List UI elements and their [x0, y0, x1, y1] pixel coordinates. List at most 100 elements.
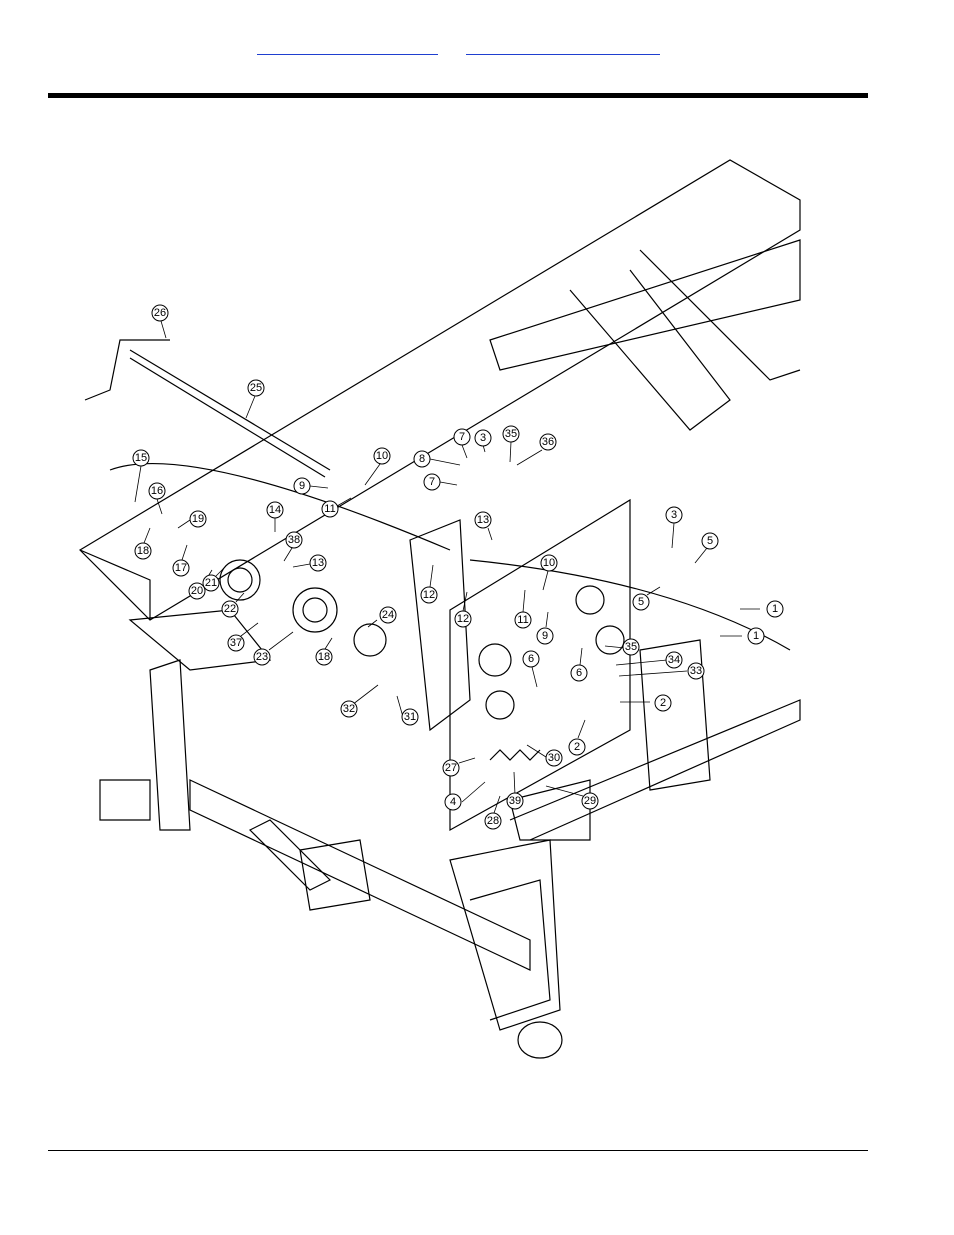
- svg-text:8: 8: [419, 453, 425, 465]
- callout-32: 32: [340, 684, 379, 718]
- callout-29: 29: [545, 785, 599, 810]
- svg-text:5: 5: [638, 596, 644, 608]
- svg-text:14: 14: [269, 504, 281, 516]
- svg-text:18: 18: [137, 545, 149, 557]
- svg-text:11: 11: [517, 614, 528, 626]
- svg-text:3: 3: [480, 432, 486, 444]
- header-link-1[interactable]: [257, 38, 438, 55]
- svg-text:9: 9: [542, 630, 548, 642]
- svg-text:12: 12: [457, 613, 469, 625]
- callout-4: 4: [444, 781, 486, 811]
- callout-27: 27: [442, 757, 476, 777]
- svg-text:28: 28: [487, 815, 499, 827]
- svg-text:18: 18: [318, 651, 330, 663]
- svg-text:32: 32: [343, 703, 355, 715]
- callout-5b: 5: [632, 586, 661, 611]
- svg-text:13: 13: [477, 514, 489, 526]
- callout-35a: 35: [502, 425, 520, 463]
- callout-18b: 18: [315, 637, 333, 666]
- svg-text:36: 36: [542, 436, 554, 448]
- callout-6b: 6: [570, 647, 588, 682]
- svg-text:6: 6: [576, 667, 582, 679]
- svg-text:22: 22: [224, 603, 236, 615]
- svg-text:34: 34: [668, 654, 680, 666]
- callout-13b: 13: [474, 511, 493, 541]
- callout-24: 24: [367, 606, 397, 628]
- svg-text:17: 17: [175, 562, 187, 574]
- callout-8: 8: [413, 450, 461, 468]
- svg-text:21: 21: [205, 577, 217, 589]
- svg-text:2: 2: [574, 741, 580, 753]
- svg-text:7: 7: [459, 431, 465, 443]
- callout-34: 34: [615, 651, 683, 669]
- callout-30: 30: [526, 744, 563, 767]
- svg-text:24: 24: [382, 609, 394, 621]
- svg-text:2: 2: [660, 697, 666, 709]
- callout-38: 38: [283, 531, 303, 562]
- callout-31: 31: [396, 695, 419, 726]
- svg-text:26: 26: [154, 307, 166, 319]
- svg-text:23: 23: [256, 651, 268, 663]
- svg-text:10: 10: [376, 450, 388, 462]
- callout-12a: 12: [420, 564, 438, 604]
- callout-15: 15: [132, 449, 150, 503]
- svg-text:6: 6: [528, 653, 534, 665]
- callout-16: 16: [148, 482, 166, 515]
- callout-2a: 2: [620, 694, 672, 712]
- svg-text:7: 7: [429, 476, 435, 488]
- callout-39: 39: [506, 771, 524, 810]
- bottom-rule: [48, 1150, 868, 1151]
- callout-3b: 3: [665, 506, 683, 549]
- callout-9b: 9: [536, 611, 554, 645]
- callout-35b: 35: [604, 638, 640, 656]
- callout-37: 37: [227, 622, 259, 652]
- callout-33: 33: [618, 662, 705, 680]
- callout-11b: 11: [514, 589, 532, 629]
- callout-36: 36: [516, 433, 557, 466]
- svg-text:12: 12: [423, 589, 435, 601]
- callout-6a: 6: [522, 650, 540, 688]
- callout-7a: 7: [453, 428, 471, 459]
- svg-text:13: 13: [312, 557, 324, 569]
- callout-18a: 18: [134, 527, 152, 560]
- svg-text:35: 35: [625, 641, 637, 653]
- callout-3a: 3: [474, 429, 492, 453]
- svg-text:31: 31: [404, 711, 416, 723]
- svg-text:35: 35: [505, 428, 517, 440]
- callout-22: 22: [221, 592, 245, 618]
- callout-19: 19: [177, 510, 207, 529]
- callout-12b: 12: [454, 591, 472, 628]
- callout-23: 23: [253, 631, 294, 666]
- svg-text:1: 1: [753, 630, 759, 642]
- callout-26: 26: [151, 304, 169, 339]
- svg-text:33: 33: [690, 665, 702, 677]
- callout-5a: 5: [694, 532, 719, 564]
- svg-text:27: 27: [445, 762, 457, 774]
- callout-11a: 11: [321, 497, 352, 518]
- callout-14: 14: [266, 501, 284, 532]
- svg-text:20: 20: [191, 585, 203, 597]
- svg-text:4: 4: [450, 796, 456, 808]
- svg-text:15: 15: [135, 452, 147, 464]
- callout-13a: 13: [292, 554, 327, 572]
- svg-text:19: 19: [192, 513, 204, 525]
- callout-1a: 1: [740, 600, 784, 618]
- top-rule: [48, 93, 868, 98]
- exploded-parts-diagram: 1 1 2 2 3 3 4 5 5 6 6 7 7 8 9 9 10 10 11…: [70, 140, 810, 1080]
- svg-text:38: 38: [288, 534, 300, 546]
- frame-lines: [79, 159, 801, 1059]
- svg-text:39: 39: [509, 795, 521, 807]
- callout-10a: 10: [364, 447, 391, 486]
- callout-1b: 1: [720, 627, 765, 645]
- callout-25: 25: [245, 379, 265, 419]
- header-link-2[interactable]: [466, 38, 660, 55]
- svg-text:11: 11: [324, 503, 335, 515]
- callout-10b: 10: [540, 554, 558, 591]
- callout-21: 21: [202, 565, 227, 592]
- callout-markers: 1 1 2 2 3 3 4 5 5 6 6 7 7 8 9 9 10 10 11…: [132, 304, 784, 830]
- callout-17: 17: [172, 544, 190, 577]
- svg-text:37: 37: [230, 637, 242, 649]
- svg-text:9: 9: [299, 480, 305, 492]
- svg-text:29: 29: [584, 795, 596, 807]
- svg-text:25: 25: [250, 382, 262, 394]
